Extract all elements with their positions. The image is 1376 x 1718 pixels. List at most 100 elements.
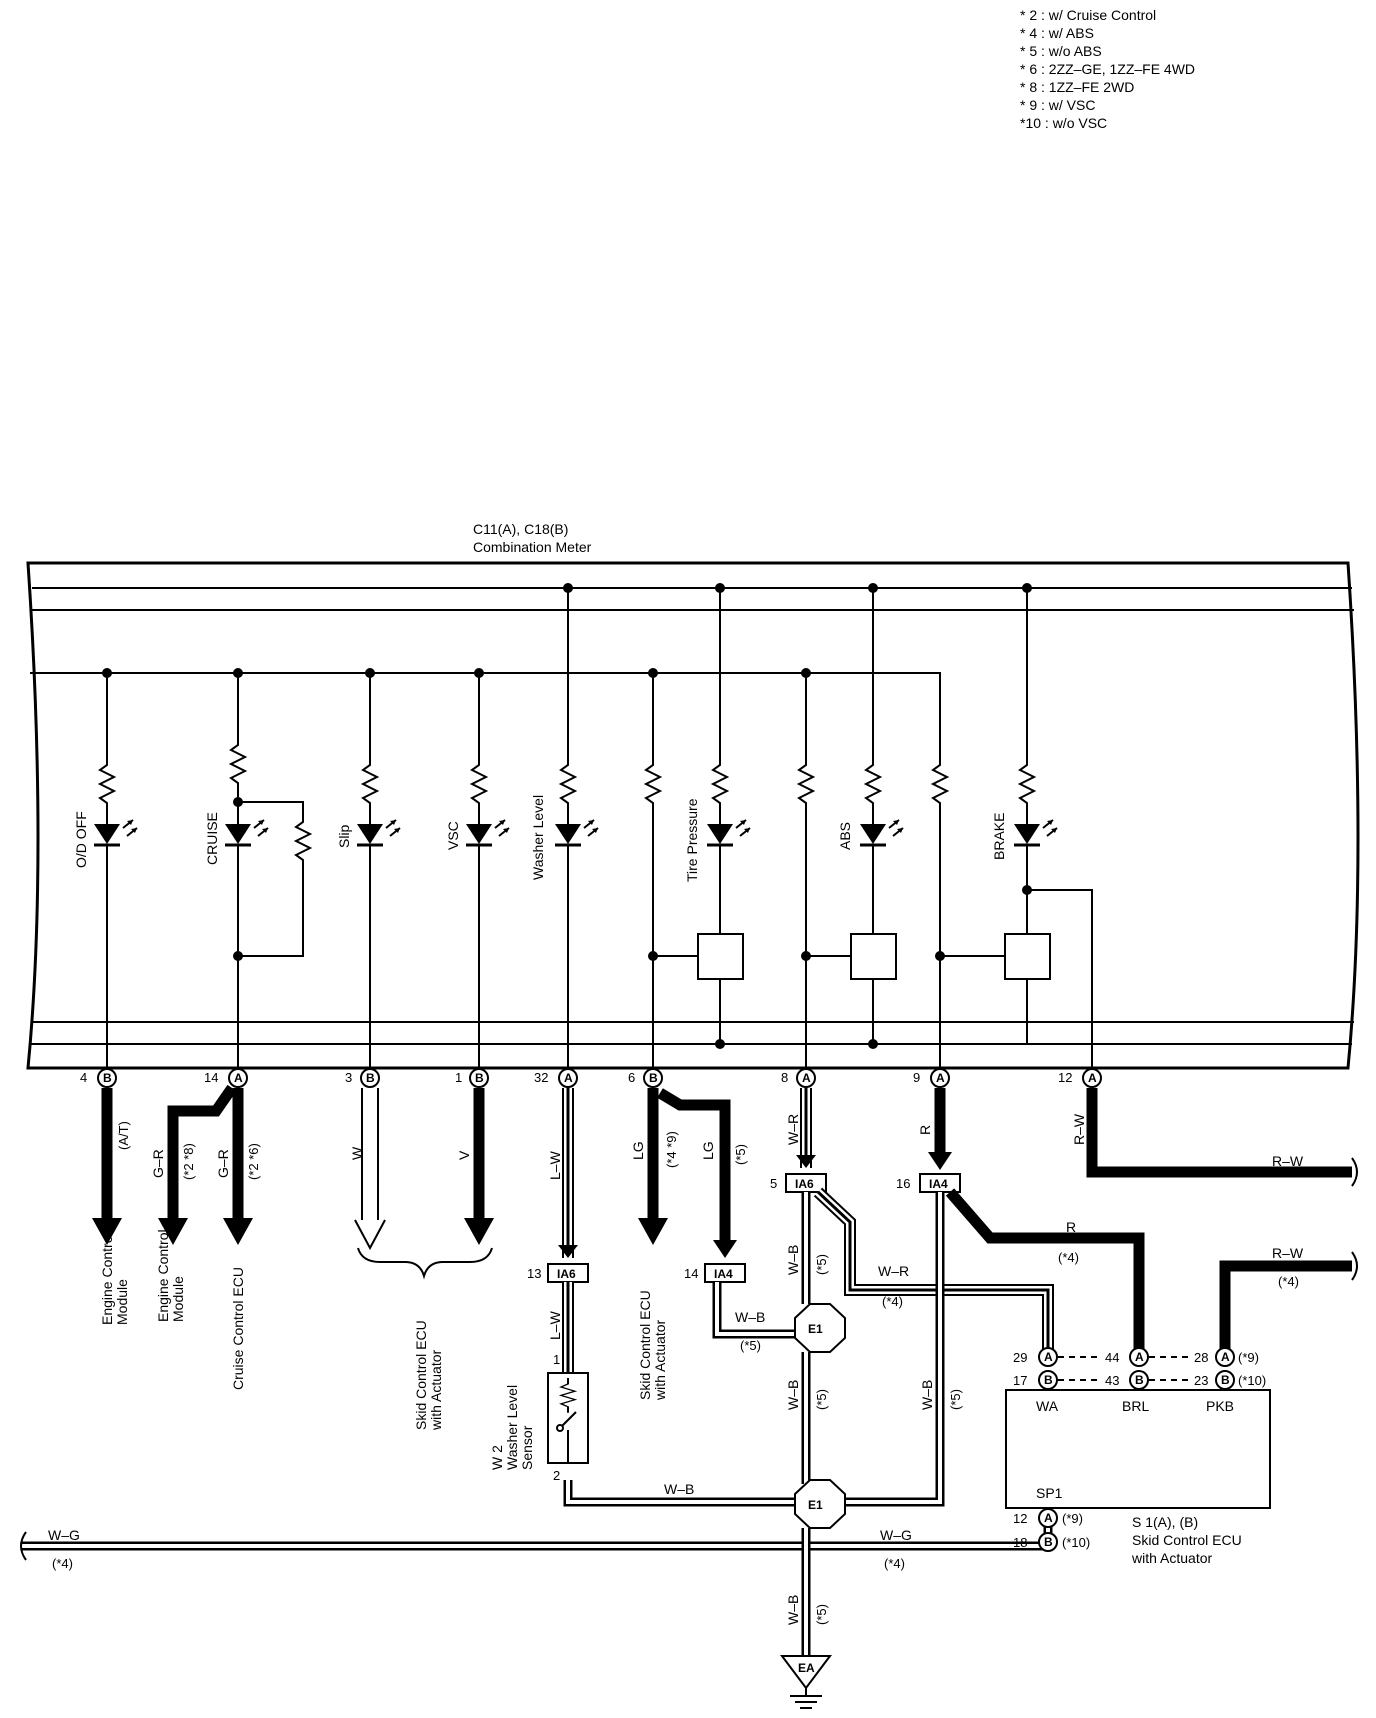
ecu-terminal-label: SP1	[1036, 1485, 1063, 1501]
wire-condition-label: (*5)	[733, 1144, 748, 1165]
ecu-box	[1005, 1389, 1271, 1509]
wire-condition-label: (*5)	[814, 1254, 829, 1275]
wire-color-label: W–R	[878, 1263, 909, 1279]
od-off-led-icon	[92, 818, 139, 847]
connector-a-pin	[558, 1068, 578, 1088]
wire-condition-label: (*5)	[740, 1338, 761, 1353]
ecu-pin-number: 12	[1013, 1511, 1027, 1526]
junction-pin: 5	[770, 1176, 777, 1191]
ecu-pin-number: 28	[1194, 1350, 1208, 1365]
pin-letter: A	[802, 1071, 811, 1085]
pin-number: 32	[534, 1070, 548, 1085]
pin-letter: B	[1135, 1373, 1144, 1387]
ecu-name-label: Skid Control ECU	[1132, 1532, 1242, 1548]
pin-letter: A	[1221, 1350, 1230, 1364]
footnote: * 4 : w/ ABS	[1020, 25, 1094, 41]
destination-label: Engine Control	[155, 1229, 171, 1322]
connector-a-pin	[1082, 1068, 1102, 1088]
pin-letter: B	[103, 1071, 112, 1085]
ecu-name-label: S 1(A), (B)	[1132, 1514, 1198, 1530]
junction-pin: 16	[896, 1176, 910, 1191]
pin-number: 14	[204, 1070, 218, 1085]
wire-color-label: LG	[99, 1126, 115, 1145]
sensor-label: Sensor	[519, 1425, 535, 1470]
footnote: * 2 : w/ Cruise Control	[1020, 7, 1156, 23]
connector-a-pin	[796, 1068, 816, 1088]
destination-label: Module	[170, 1276, 186, 1322]
pin-letter: B	[475, 1071, 484, 1085]
ground-splice-e1	[794, 1303, 846, 1353]
destination-label: with Actuator	[652, 1320, 668, 1401]
sensor-label: Washer Level	[504, 1385, 520, 1470]
ecu-pin-condition: (*10)	[1062, 1535, 1090, 1550]
ecu-terminal-label: PKB	[1206, 1398, 1234, 1414]
pin-number: 4	[80, 1070, 87, 1085]
wire-color-label: L–W	[547, 1150, 563, 1180]
junction-ia4	[704, 1263, 746, 1283]
cruise-led-icon	[223, 818, 270, 847]
vsc-led-icon	[464, 818, 511, 847]
wire-color-label: W–G	[880, 1527, 912, 1543]
ecu-pin-number: 23	[1194, 1373, 1208, 1388]
wire-color-label: R	[1066, 1219, 1076, 1235]
footnote: * 9 : w/ VSC	[1020, 97, 1095, 113]
wire-color-label: LG	[630, 1141, 646, 1160]
ecu-pin-condition: (*9)	[1062, 1511, 1083, 1526]
wire-condition-label: (*5)	[948, 1389, 963, 1410]
indicator-circuits: O/D OFF CRUISE Slip VSC	[73, 583, 1093, 1076]
pin-number: 1	[455, 1070, 462, 1085]
meter-pin-row: 4 B 14 A 3 B 1 B 32 A 6 B 8 A 9 A 12 A	[80, 1068, 1102, 1088]
ecu-pin-number: 18	[1013, 1535, 1027, 1550]
ground-splice-e1	[794, 1479, 846, 1529]
wire-condition-label: (*2 *8)	[181, 1143, 196, 1180]
pin-letter: B	[366, 1071, 375, 1085]
abs-control-block	[850, 933, 897, 980]
tire-pressure-control-block	[697, 933, 744, 980]
ecu-pin-number: 44	[1105, 1350, 1119, 1365]
junction-label: IA4	[929, 1177, 948, 1191]
wire-condition-label: (*5)	[814, 1389, 829, 1410]
wire-color-label: R	[917, 1125, 933, 1135]
footnote-list: * 2 : w/ Cruise Control * 4 : w/ ABS * 5…	[1020, 7, 1195, 131]
arrow-down-icon	[638, 1218, 668, 1245]
wire-color-label: W	[349, 1146, 365, 1160]
destination-label: Engine Control	[99, 1232, 115, 1325]
ecu-pin-condition: (*9)	[1238, 1350, 1259, 1365]
footnote: * 8 : 1ZZ–FE 2WD	[1020, 79, 1134, 95]
wire-condition-label: (*4)	[1278, 1274, 1299, 1289]
pin-letter: A	[1135, 1350, 1144, 1364]
wire-color-label: W–B	[664, 1481, 694, 1497]
wire-color-label: W–B	[785, 1595, 801, 1625]
ecu-name-label: with Actuator	[1131, 1550, 1212, 1566]
pin-letter: A	[936, 1071, 945, 1085]
junction-pin: 13	[527, 1266, 541, 1281]
wire-condition-label: (A/T)	[116, 1121, 131, 1150]
wire-color-label: L–W	[547, 1310, 563, 1340]
wire-color-label: G–R	[215, 1149, 231, 1178]
destination-label: Cruise Control ECU	[230, 1267, 246, 1390]
pin-letter: B	[1044, 1535, 1053, 1549]
tire-pressure-led-icon	[705, 818, 752, 847]
connector-b-pin	[469, 1068, 489, 1088]
meter-name-label: Combination Meter	[473, 539, 592, 555]
junction-label: IA6	[795, 1177, 814, 1191]
pin-number: 6	[628, 1070, 635, 1085]
wire-color-label: W–B	[919, 1380, 935, 1410]
pin-letter: A	[1044, 1511, 1053, 1525]
footnote: * 6 : 2ZZ–GE, 1ZZ–FE 4WD	[1020, 61, 1195, 77]
wire-condition-label: (*4)	[52, 1556, 73, 1571]
sensor-pin: 1	[553, 1352, 560, 1367]
footnote: * 5 : w/o ABS	[1020, 43, 1102, 59]
sensor-pin: 2	[553, 1468, 560, 1483]
slip-indicator-label: Slip	[336, 824, 352, 848]
wire-condition-label: (*4)	[884, 1556, 905, 1571]
od-off-indicator-label: O/D OFF	[73, 811, 89, 868]
skid-control-ecu: 29 A 44 A 28 A (*9) 17 B 43 B 23 B (*10)…	[1005, 1347, 1271, 1566]
junction-label: IA4	[714, 1267, 733, 1281]
arrow-down-icon	[223, 1218, 253, 1245]
pin-number: 12	[1058, 1070, 1072, 1085]
wire-color-label: G–R	[150, 1149, 166, 1178]
brake-indicator-label: BRAKE	[991, 813, 1007, 860]
wire-color-label: R–W	[1272, 1245, 1304, 1261]
ecu-pin-condition: (*10)	[1238, 1373, 1266, 1388]
